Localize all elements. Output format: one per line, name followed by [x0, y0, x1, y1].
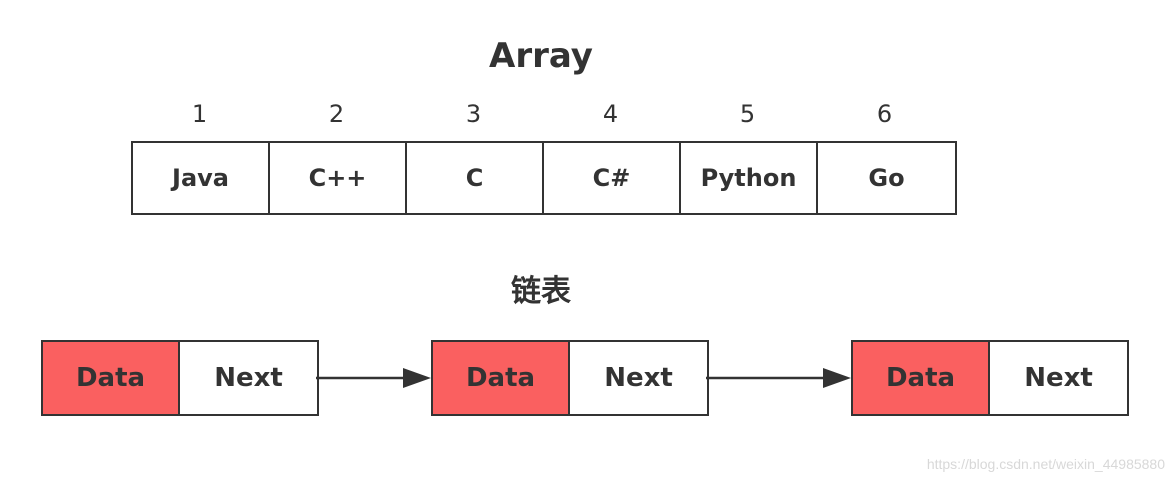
node-2-next: Next	[570, 342, 707, 414]
node-2-data: Data	[433, 342, 570, 414]
arrow-1-head	[403, 368, 431, 388]
watermark: https://blog.csdn.net/weixin_44985880	[926, 456, 1165, 472]
array-cell-go: Go	[868, 163, 905, 192]
node-3-next: Next	[990, 342, 1127, 414]
array-index-1: 1	[191, 100, 208, 128]
array-index-3: 3	[465, 100, 482, 128]
linked-list-title: 链表	[511, 274, 571, 309]
list-node-3: Data Next	[851, 340, 1129, 416]
array-title: Array	[489, 36, 593, 76]
array-index-6: 6	[876, 100, 893, 128]
node-1-data: Data	[43, 342, 180, 414]
list-node-2: Data Next	[431, 340, 709, 416]
array-row: Java C++ C C# Python Go	[131, 141, 957, 215]
list-node-1: Data Next	[41, 340, 319, 416]
arrow-2-head	[823, 368, 851, 388]
node-3-data: Data	[853, 342, 990, 414]
array-index-2: 2	[328, 100, 345, 128]
array-cell-python: Python	[681, 143, 818, 213]
array-cell-cpp: C++	[270, 143, 407, 213]
array-index-5: 5	[739, 100, 756, 128]
node-1-next: Next	[180, 342, 317, 414]
array-cell-c: C	[407, 143, 544, 213]
array-cell-csharp: C#	[544, 143, 681, 213]
array-index-4: 4	[602, 100, 619, 128]
array-cell-java: Java	[133, 143, 270, 213]
